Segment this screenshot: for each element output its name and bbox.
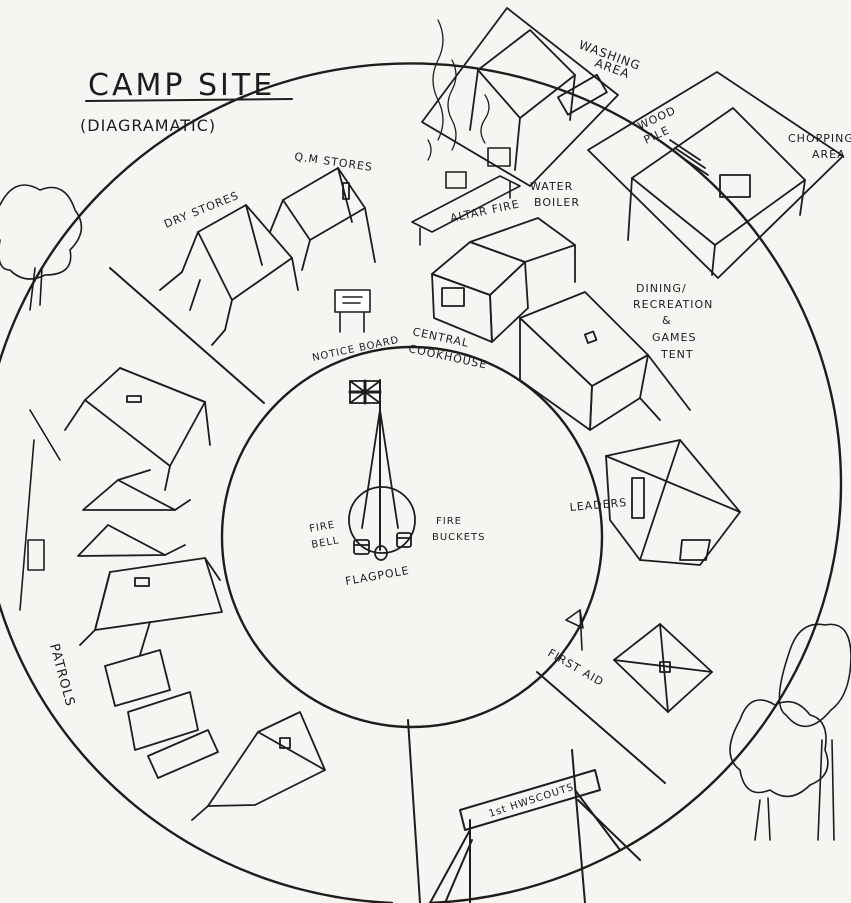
label-first-aid: FIRST AID <box>546 646 607 689</box>
label-fire-bell-2: BELL <box>311 535 341 551</box>
patrol-tent-icon <box>147 729 219 779</box>
label-water-boiler-1: WATER <box>530 180 573 193</box>
label-dining-4: GAMES <box>652 331 696 344</box>
tree-icon <box>0 184 83 311</box>
patrol-tent-icon <box>82 469 191 511</box>
label-patrols: PATROLS <box>46 642 77 708</box>
label-fire-bell-1: FIRE <box>309 520 336 535</box>
label-dining-5: TENT <box>660 348 694 361</box>
label-water-boiler-2: BOILER <box>534 196 580 209</box>
altar-fire-icon <box>411 19 521 246</box>
label-leaders: LEADERS <box>569 496 628 514</box>
smoke-icon <box>427 19 490 161</box>
label-altar-fire: ALTAR FIRE <box>449 197 521 224</box>
dining-tent-icon <box>519 291 691 431</box>
diagram-subtitle: (DIAGRAMATIC) <box>80 116 216 135</box>
label-chopping-area-2: AREA <box>812 148 846 161</box>
sector-dividers <box>109 267 666 903</box>
label-dining-1: DINING/ <box>636 282 687 295</box>
inner-ring <box>220 345 604 729</box>
label-dry-stores: DRY STORES <box>162 189 241 231</box>
patrol-tent-icon <box>191 711 326 821</box>
qm-stores-tent-icon <box>269 167 376 271</box>
flag-icon <box>348 379 382 405</box>
outer-ring <box>0 62 843 903</box>
label-chopping-area-1: CHOPPING <box>788 132 851 145</box>
tree-icon <box>778 623 851 841</box>
label-fire-buckets-1: FIRE <box>436 516 462 527</box>
diagram-title: CAMP SITE <box>88 68 275 103</box>
flagpole-circle <box>348 486 416 554</box>
patrol-tent-icon <box>64 367 211 491</box>
wood-pile-icon <box>669 139 709 176</box>
washing-area-shelter-icon <box>421 7 619 187</box>
flagpole-base-icon <box>374 545 388 561</box>
label-dining-3: & <box>662 314 672 327</box>
first-aid-flag-icon <box>565 609 584 651</box>
fire-buckets-icon <box>396 532 412 548</box>
chopping-area-shelter-icon <box>587 71 844 279</box>
flagpole-area <box>348 379 416 561</box>
notice-board-icon <box>334 289 371 333</box>
leaders-tent-icon <box>605 439 741 566</box>
title-underline <box>85 98 293 102</box>
fire-bell-icon <box>353 539 370 555</box>
gateway-icon <box>429 749 641 903</box>
patrol-tent-icon <box>77 524 186 557</box>
label-fire-buckets-2: BUCKETS <box>432 532 486 543</box>
label-flagpole: FLAGPOLE <box>344 564 410 588</box>
tree-icon <box>729 699 829 841</box>
patrol-tent-icon <box>104 649 171 707</box>
first-aid-tent-icon <box>613 623 713 713</box>
label-central-cookhouse-2: COOKHOUSE <box>407 342 488 371</box>
central-cookhouse-tent-icon <box>431 217 576 343</box>
dry-stores-tent-icon <box>159 204 299 346</box>
patrol-tents <box>64 367 326 821</box>
patrol-tent-icon <box>79 557 223 656</box>
patrol-flag-icon <box>19 409 61 611</box>
patrol-tent-icon <box>127 691 199 751</box>
label-dining-2: RECREATION <box>633 298 713 311</box>
title-block: CAMP SITE (DIAGRAMATIC) <box>80 68 293 135</box>
water-boiler-icon <box>445 147 511 189</box>
